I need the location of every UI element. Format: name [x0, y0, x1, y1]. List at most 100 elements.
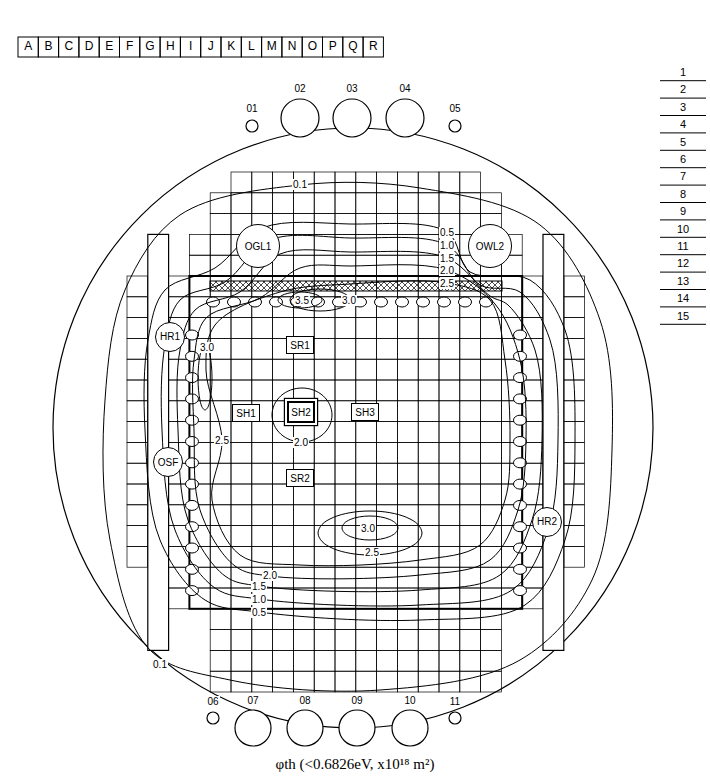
row-rule [660, 289, 706, 290]
lattice-cell [397, 318, 418, 339]
lattice-cell [418, 630, 439, 651]
lattice-cell [335, 650, 356, 671]
contour-value: 1.0 [439, 240, 455, 251]
header-cell [59, 37, 79, 57]
column-letter: L [248, 40, 255, 53]
lattice-cell [460, 505, 481, 526]
header-cell [201, 37, 221, 57]
header-cell [323, 37, 343, 57]
lattice-cell [377, 609, 398, 630]
lattice-cell [397, 546, 418, 567]
lattice-cell [127, 546, 148, 567]
row-number: 1 [680, 66, 686, 78]
lattice-cell [481, 401, 502, 422]
lattice-cell [356, 650, 377, 671]
lattice-cell [231, 442, 252, 463]
channel-circle: OGL1 [236, 224, 280, 268]
tube-number: 02 [293, 83, 306, 94]
node-label: SH2 [291, 407, 310, 418]
row-number: 11 [677, 240, 688, 252]
lattice-cell [231, 338, 252, 359]
lattice-cell [335, 630, 356, 651]
lattice-cell [127, 526, 148, 547]
lattice-cell [481, 463, 502, 484]
lattice-cell [460, 338, 481, 359]
tube-number: 10 [403, 695, 416, 706]
flux-contour [103, 182, 613, 691]
row-number: 7 [680, 170, 686, 182]
row-rule [660, 98, 706, 99]
reflector-strip [148, 234, 169, 650]
lattice-cell [293, 234, 314, 255]
lattice-cell [314, 484, 335, 505]
row-rule [660, 185, 706, 186]
column-letter: Q [348, 40, 357, 53]
lattice-cell [564, 359, 585, 380]
lattice-cell [460, 546, 481, 567]
lattice-cell [397, 526, 418, 547]
lattice-cell [522, 276, 543, 297]
lattice-cell [397, 609, 418, 630]
column-letter: I [189, 40, 192, 53]
column-letter: F [126, 40, 133, 53]
node-label: SH3 [355, 407, 374, 418]
hole-oval [438, 297, 451, 307]
header-cell [160, 37, 180, 57]
lattice-cell [397, 359, 418, 380]
lattice-cell [127, 442, 148, 463]
lattice-cell [418, 214, 439, 235]
contour-value: 2.0 [439, 265, 455, 276]
flux-contour [177, 250, 542, 592]
lattice-cell [460, 671, 481, 692]
lattice-cell [481, 442, 502, 463]
lattice-cell [439, 484, 460, 505]
hole-oval [186, 479, 199, 489]
beam-tube [386, 99, 424, 137]
lattice-cell [439, 630, 460, 651]
lattice-cell [231, 609, 252, 630]
column-letter: R [369, 40, 378, 53]
lattice-cell [356, 422, 377, 443]
header-cell [363, 37, 383, 57]
node-label: SH1 [236, 408, 255, 419]
header-cell [38, 37, 58, 57]
flux-contour [206, 281, 510, 566]
row-number: 10 [677, 223, 689, 235]
column-letter: C [64, 40, 73, 53]
lattice-cell [252, 318, 273, 339]
lattice-cell [418, 463, 439, 484]
lattice-cell [231, 505, 252, 526]
lattice-cell [418, 588, 439, 609]
contour-value: 0.1 [152, 659, 168, 670]
lattice-cell [377, 526, 398, 547]
row-number: 4 [680, 118, 686, 130]
contour-value: 2.5 [364, 547, 380, 558]
lattice-cell [418, 422, 439, 443]
lattice-cell [252, 526, 273, 547]
lattice-cell [314, 359, 335, 380]
lattice-cell [439, 422, 460, 443]
lattice-cell [252, 338, 273, 359]
beam-tube [287, 710, 323, 746]
lattice-cell [293, 526, 314, 547]
lattice-cell [397, 484, 418, 505]
lattice-cell [481, 650, 502, 671]
lattice-cell [397, 193, 418, 214]
lattice-cell [127, 380, 148, 401]
lattice-cell [439, 567, 460, 588]
hole-oval [375, 297, 388, 307]
lattice-cell [314, 630, 335, 651]
rod-box: SH1 [232, 404, 259, 422]
lattice-cell [293, 193, 314, 214]
rod-box: SH2 [287, 401, 315, 423]
lattice-cell [273, 609, 294, 630]
lattice-cell [127, 318, 148, 339]
lattice-cell [356, 193, 377, 214]
lattice-cell [335, 359, 356, 380]
lattice-cell [210, 255, 231, 276]
contour-value: 1.5 [251, 581, 267, 592]
lattice-cell [481, 193, 502, 214]
tube-number: 01 [245, 103, 258, 114]
lattice-cell [127, 484, 148, 505]
lattice-cell [397, 422, 418, 443]
